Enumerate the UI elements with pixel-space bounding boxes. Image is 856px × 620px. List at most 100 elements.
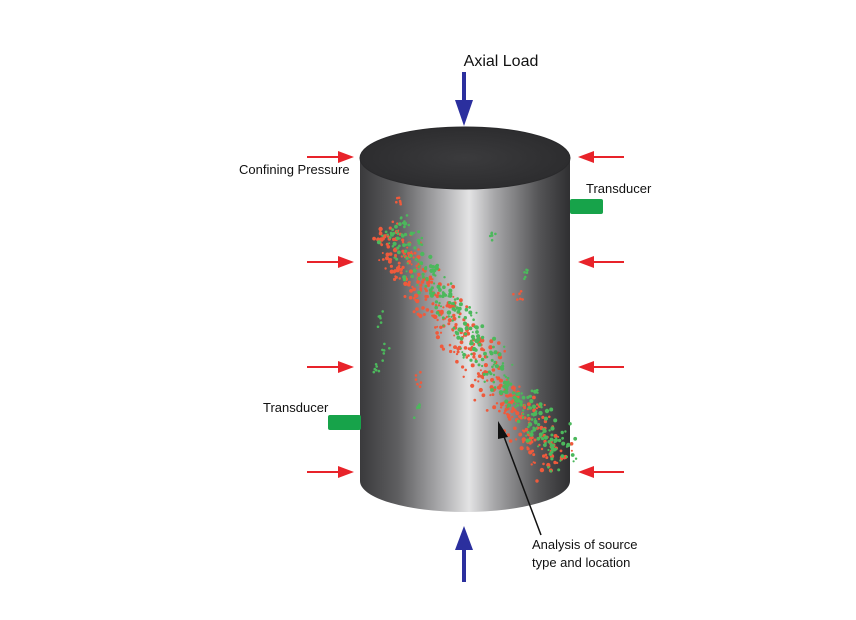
event-dot: [527, 425, 530, 429]
event-dot: [385, 256, 389, 261]
event-dot: [561, 441, 566, 446]
event-dot: [452, 313, 456, 318]
event-dot: [434, 300, 438, 304]
event-dot: [416, 284, 419, 287]
event-dot: [521, 416, 525, 419]
event-dot: [442, 306, 445, 309]
event-dot: [432, 314, 436, 319]
event-dot: [476, 337, 481, 342]
event-dot: [499, 366, 503, 370]
event-dot: [388, 252, 393, 256]
event-dot: [531, 404, 537, 409]
event-dot: [413, 416, 416, 420]
event-dot: [416, 267, 419, 270]
event-dot: [373, 367, 377, 371]
event-dot: [418, 313, 423, 318]
event-dot: [492, 405, 497, 410]
event-dot: [559, 449, 563, 453]
event-dot: [550, 433, 554, 437]
event-dot: [552, 447, 557, 452]
event-dot: [439, 309, 444, 314]
event-dot: [433, 282, 436, 285]
event-dot: [486, 355, 489, 359]
event-dot: [456, 297, 459, 300]
transducer-right-label: Transducer: [586, 181, 652, 196]
arrow-pointer-icon: [498, 421, 508, 439]
event-dot: [547, 440, 551, 444]
event-dot: [403, 225, 406, 229]
event-dot: [434, 326, 437, 329]
event-dot: [435, 295, 438, 298]
event-dot: [421, 306, 425, 310]
event-dot: [539, 467, 545, 473]
event-dot: [412, 268, 417, 273]
event-dot: [472, 318, 475, 322]
event-dot: [549, 470, 553, 473]
event-dot: [417, 277, 421, 281]
event-dot: [498, 409, 501, 413]
event-dot: [464, 368, 468, 372]
event-dot: [458, 302, 463, 307]
event-dot: [472, 346, 477, 352]
event-dot: [455, 359, 459, 364]
event-dot: [535, 388, 539, 392]
event-dot: [511, 386, 515, 390]
event-dot: [518, 415, 521, 418]
event-dot: [532, 453, 536, 457]
event-dot: [438, 313, 441, 317]
event-dot: [374, 363, 378, 366]
event-dot: [506, 433, 511, 437]
event-dot: [394, 275, 397, 278]
event-dot: [512, 292, 515, 296]
event-dot: [396, 246, 400, 250]
event-dot: [395, 257, 399, 261]
event-dot: [383, 342, 386, 346]
event-dot: [492, 373, 496, 376]
event-dot: [378, 259, 381, 262]
event-dot: [400, 233, 404, 237]
event-dot: [489, 351, 494, 356]
event-dot: [446, 283, 450, 286]
sensor-icon: [570, 199, 603, 214]
event-dot: [530, 389, 534, 393]
event-dot: [519, 400, 523, 404]
event-dot: [414, 258, 418, 262]
event-dot: [538, 432, 543, 437]
event-dot: [512, 395, 517, 400]
event-dot: [526, 395, 530, 399]
event-dot: [535, 407, 539, 410]
event-dot: [462, 321, 468, 326]
event-dot: [379, 316, 382, 320]
event-dot: [392, 237, 396, 242]
event-dot: [434, 264, 438, 268]
event-dot: [429, 268, 434, 273]
event-dot: [413, 251, 417, 255]
event-dot: [399, 267, 403, 272]
axial-load-label: Axial Load: [464, 53, 539, 70]
event-dot: [398, 222, 402, 227]
event-dot: [557, 438, 562, 443]
event-dot: [417, 265, 421, 269]
event-dot: [430, 280, 434, 284]
event-dot: [462, 356, 465, 359]
event-dot: [451, 284, 456, 289]
event-dot: [395, 236, 400, 241]
event-dot: [453, 334, 456, 337]
event-dot: [537, 445, 539, 448]
event-dot: [549, 407, 554, 412]
event-dot: [436, 325, 439, 328]
event-dot: [477, 342, 482, 347]
event-dot: [407, 223, 411, 227]
event-dot: [523, 271, 526, 274]
event-dot: [478, 374, 482, 378]
event-dot: [405, 256, 409, 260]
event-dot: [504, 375, 507, 378]
event-dot: [381, 310, 385, 313]
event-dot: [381, 237, 385, 241]
event-dot: [450, 315, 453, 318]
event-dot: [468, 310, 473, 315]
event-dot: [392, 241, 397, 246]
event-dot: [527, 417, 531, 421]
event-dot: [518, 385, 521, 388]
